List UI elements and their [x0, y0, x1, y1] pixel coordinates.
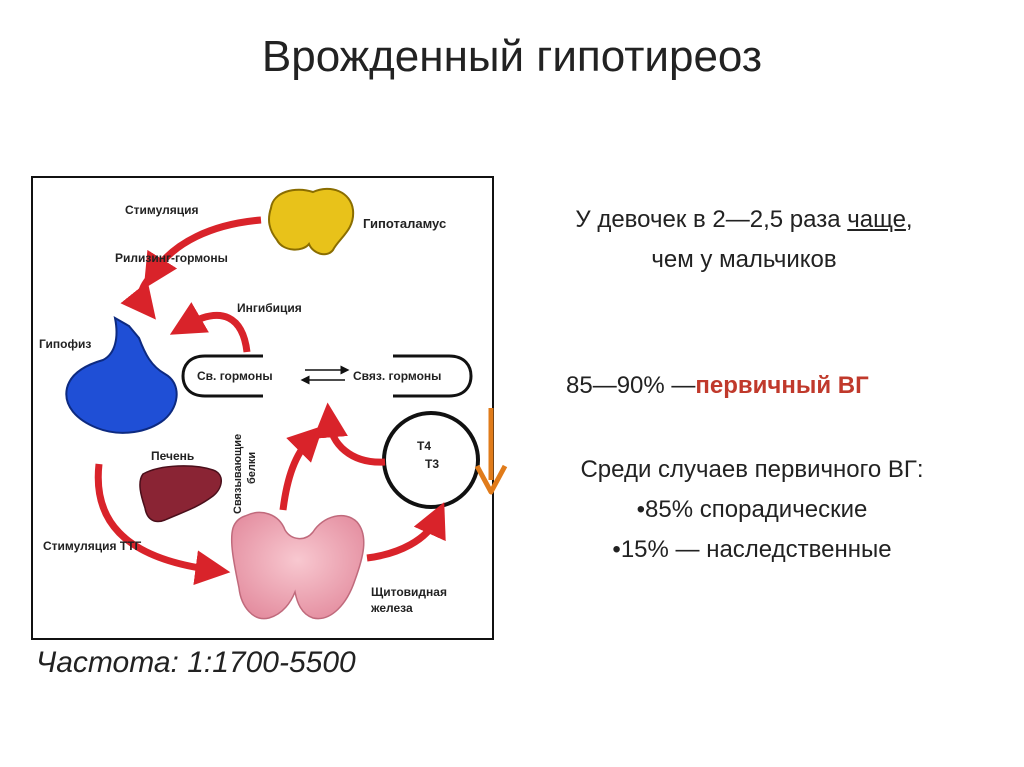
label-pituitary: Гипофиз: [39, 337, 91, 351]
thyroid-to-circle-arrow: [366, 502, 446, 562]
label-bound-hormones: Связ. гормоны: [353, 369, 441, 383]
girls-frequency-line: У девочек в 2—2,5 раза чаще,: [506, 200, 982, 240]
tsh-stimulation-arrow: [94, 463, 231, 586]
primary-accent: первичный ВГ: [695, 372, 869, 399]
stimulation-arrow: [143, 216, 262, 289]
inhibition-arrow: [169, 302, 251, 353]
label-thyroid-1: Щитовидная: [371, 585, 447, 599]
hormone-exchange-bracket-left: [181, 354, 263, 398]
frequency-text: Частота: 1:1700-5500: [36, 646, 356, 679]
releasing-hormones-arrow: [120, 263, 164, 320]
label-inhibition: Ингибиция: [237, 301, 302, 315]
label-liver: Печень: [151, 449, 194, 463]
hypothalamus-shape: [268, 187, 355, 256]
label-binding-proteins-2: белки: [246, 452, 258, 484]
diagram-canvas: Стимуляция Гипоталамус Рилизинг-гормоны …: [39, 187, 480, 620]
label-binding-proteins-1: Связывающие: [232, 434, 244, 514]
among-cases-heading: Среди случаев первичного ВГ:: [580, 456, 924, 483]
label-stimulation: Стимуляция: [125, 203, 199, 217]
label-tsh-stimulation: Стимуляция ТТГ: [43, 539, 142, 553]
primary-prefix: 85—90% —: [566, 372, 696, 399]
primary-share-line: 85—90% —первичный ВГ: [566, 372, 869, 400]
girls-line-underlined: чаще: [847, 206, 906, 233]
hormone-exchange-bracket-right: [393, 354, 473, 398]
label-hypothalamus: Гипоталамус: [363, 216, 446, 231]
liver-shape: [139, 465, 222, 523]
bullet-hereditary: •15% — наследственные: [612, 536, 892, 563]
hormone-regulation-diagram: Стимуляция Гипоталамус Рилизинг-гормоны …: [31, 176, 494, 640]
thyroid-shape: [230, 511, 365, 620]
circle-to-free-arrow: [313, 402, 386, 466]
label-t3: Т3: [425, 457, 439, 471]
label-t4: Т4: [417, 439, 431, 453]
girls-line-suffix: ,: [905, 206, 913, 233]
down-arrow-icon: [474, 408, 508, 495]
label-thyroid-2: железа: [370, 601, 413, 615]
girls-line-prefix: У девочек в 2—2,5 раза: [575, 206, 848, 233]
bullet-sporadic: •85% спорадические: [636, 496, 868, 523]
label-free-hormones: Св. гормоны: [197, 369, 273, 383]
label-releasing-hormones: Рилизинг-гормоны: [115, 251, 228, 265]
slide-title: Врожденный гипотиреоз: [261, 32, 763, 81]
boys-comparison-line: чем у мальчиков: [651, 246, 837, 273]
thyroid-to-bound-arrow: [279, 425, 324, 511]
pituitary-shape: [65, 316, 178, 434]
